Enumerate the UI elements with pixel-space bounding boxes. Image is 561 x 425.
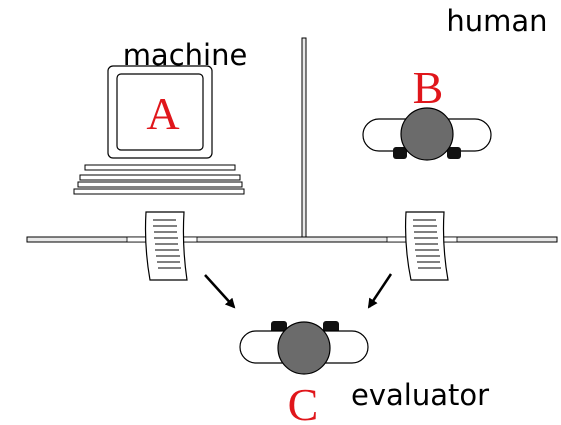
arrow-icon <box>204 274 236 309</box>
letter-a: A <box>146 88 179 139</box>
arrow-icon <box>367 273 393 309</box>
paper-sheet-icon <box>144 211 188 281</box>
person-topdown-icon <box>362 107 492 161</box>
letter-b: B <box>413 62 444 113</box>
horizontal-wall <box>26 236 558 243</box>
evaluator-label: evaluator <box>351 378 489 412</box>
person-topdown-icon <box>239 321 369 375</box>
letter-c: C <box>288 379 319 425</box>
computer-icon <box>73 65 245 195</box>
paper-sheet-icon <box>404 211 449 281</box>
vertical-divider <box>301 37 307 238</box>
machine-label: machine <box>123 38 248 72</box>
human-label: human <box>446 4 547 38</box>
